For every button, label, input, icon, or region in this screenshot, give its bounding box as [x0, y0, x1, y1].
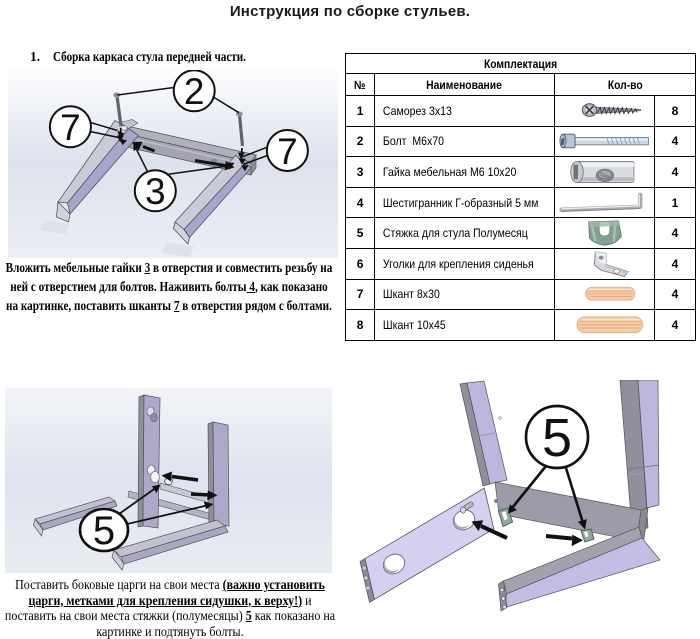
svg-text:3: 3 — [145, 171, 166, 212]
svg-text:5: 5 — [542, 408, 572, 468]
svg-text:7: 7 — [60, 107, 81, 148]
svg-text:7: 7 — [277, 131, 298, 172]
svg-text:2: 2 — [184, 71, 205, 112]
svg-text:5: 5 — [93, 509, 115, 553]
